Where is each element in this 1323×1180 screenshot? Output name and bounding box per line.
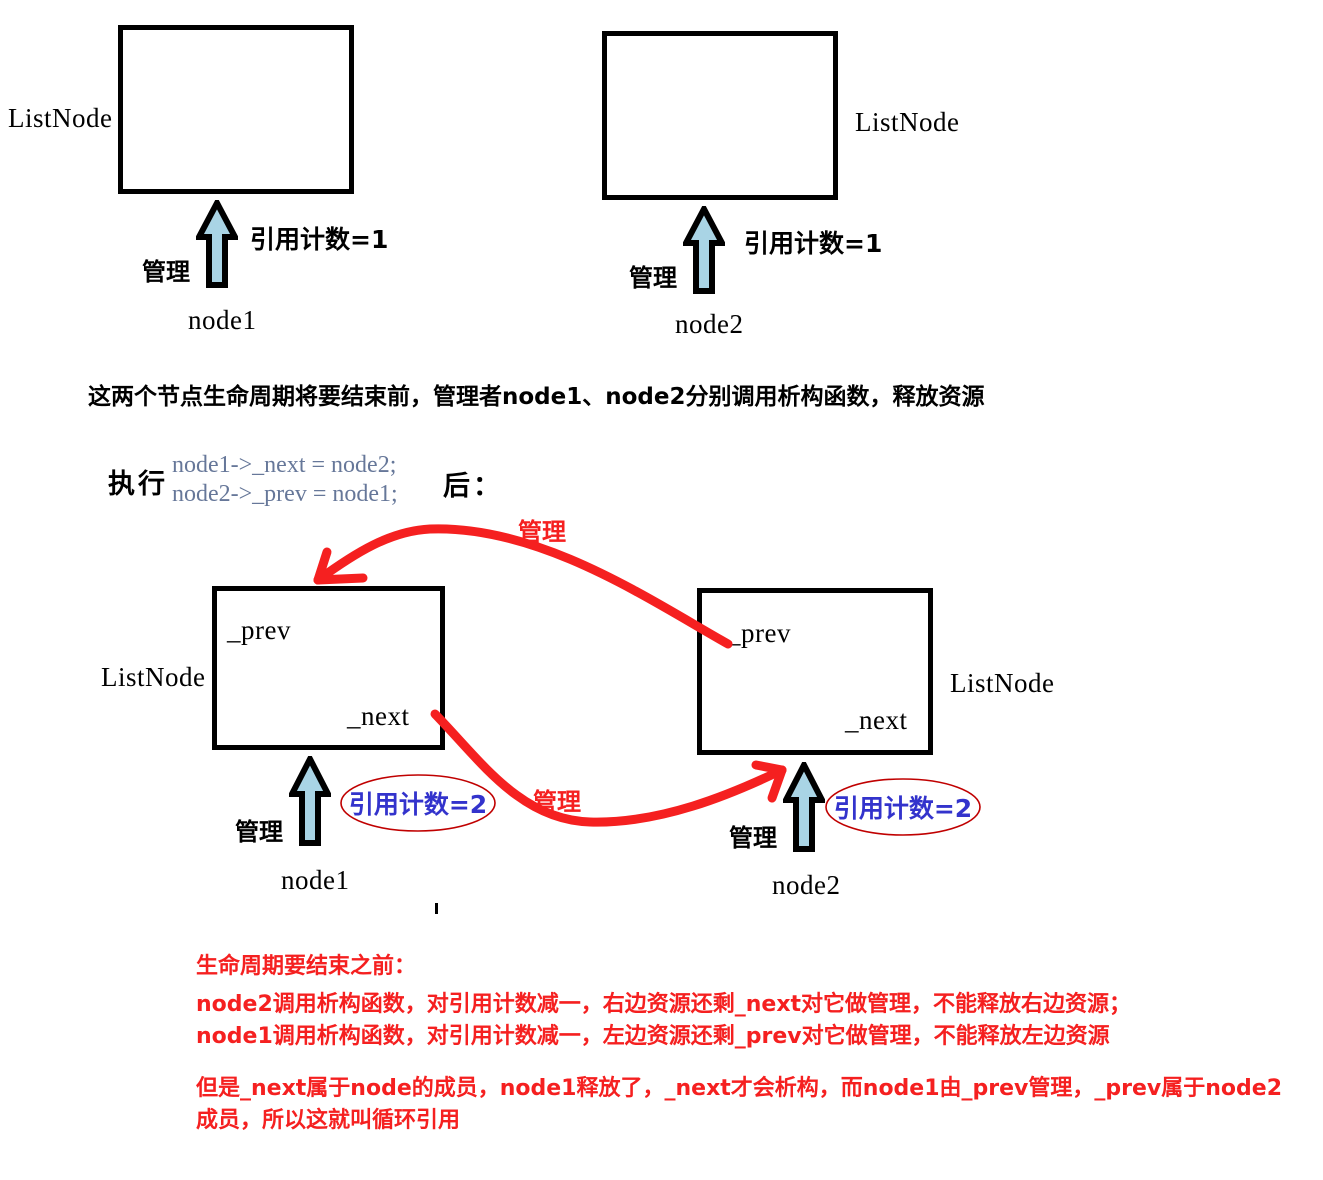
bottom-right-pointer-name: node2 — [772, 870, 841, 900]
bottom-right-refcount-label: 引用计数=2 — [833, 794, 973, 823]
exec-prefix-label: 执行 — [108, 469, 168, 500]
bottom-right-next-field: _next — [845, 705, 908, 735]
red-note-block2-line1: 但是_next属于node的成员，node1释放了，_next才会析构，而nod… — [196, 1076, 1283, 1101]
bottom-left-refcount-ellipse: 引用计数=2 — [338, 772, 498, 834]
bottom-right-refcount-ellipse: 引用计数=2 — [823, 776, 983, 838]
red-note-block2-line2: 成员，所以这就叫循环引用 — [196, 1108, 461, 1133]
bottom-left-node-box — [212, 586, 445, 750]
exec-suffix-label: 后： — [443, 471, 503, 502]
exec-code-line-1: node1->_next = node2; — [172, 452, 397, 478]
bottom-right-node-type-label: ListNode — [950, 668, 1055, 698]
bottom-left-prev-field: _prev — [227, 615, 291, 645]
bottom-left-manage-arrow-icon — [287, 752, 333, 846]
exec-code-line-2: node2->_prev = node1; — [172, 481, 398, 507]
top-left-node-type-label: ListNode — [8, 103, 113, 133]
top-right-node-type-label: ListNode — [855, 107, 960, 137]
red-note-block1-line1: 生命周期要结束之前： — [196, 954, 417, 979]
bottom-right-manage-arrow-icon — [781, 758, 827, 852]
red-note-block1-line3: node1调用析构函数，对引用计数减一，左边资源还剩_prev对它做管理，不能释… — [196, 1024, 1110, 1049]
top-right-manage-arrow-icon — [681, 202, 727, 294]
top-right-pointer-name: node2 — [675, 309, 744, 339]
top-left-pointer-name: node1 — [188, 305, 257, 335]
top-left-manage-arrow-icon — [194, 196, 240, 288]
bottom-left-next-field: _next — [347, 701, 410, 731]
stray-tick-mark — [435, 903, 438, 914]
top-left-refcount-label: 引用计数=1 — [250, 225, 389, 254]
bottom-curve-manage-label: 管理 — [533, 788, 581, 816]
top-right-manage-label: 管理 — [629, 264, 677, 292]
red-note-block1-line2: node2调用析构函数，对引用计数减一，右边资源还剩_next对它做管理，不能释… — [196, 992, 1132, 1017]
bottom-left-node-type-label: ListNode — [101, 662, 206, 692]
top-right-node-box — [602, 31, 838, 200]
bottom-left-manage-label: 管理 — [235, 818, 283, 846]
top-curve-manage-label: 管理 — [518, 518, 566, 546]
top-left-node-box — [118, 25, 354, 194]
top-right-refcount-label: 引用计数=1 — [744, 229, 883, 258]
bottom-left-pointer-name: node1 — [281, 865, 350, 895]
lifecycle-sentence: 这两个节点生命周期将要结束前，管理者node1、node2分别调用析构函数，释放… — [88, 384, 985, 410]
bottom-left-refcount-label: 引用计数=2 — [348, 790, 488, 819]
bottom-right-prev-field: _prev — [727, 618, 791, 648]
bottom-right-manage-label: 管理 — [729, 824, 777, 852]
top-left-manage-label: 管理 — [142, 258, 190, 286]
